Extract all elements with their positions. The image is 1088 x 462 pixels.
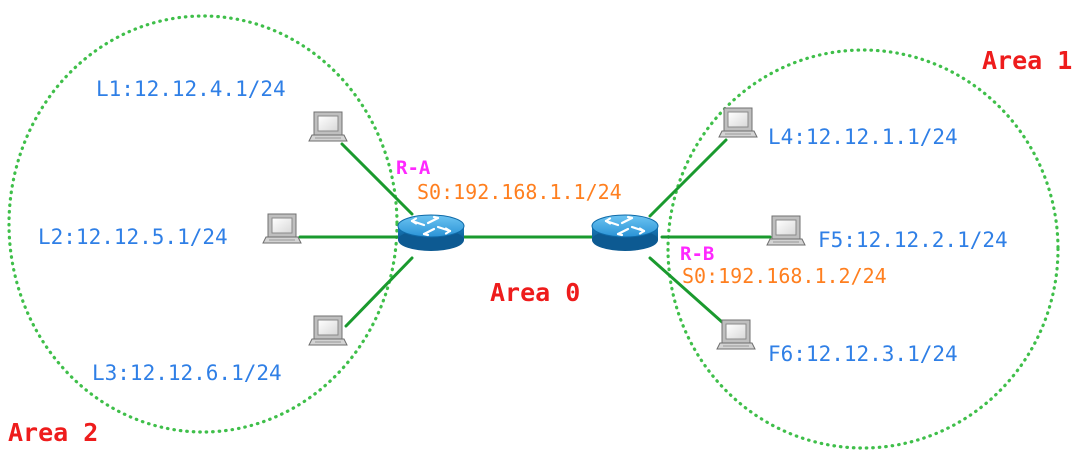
area-2-boundary: [7, 14, 399, 434]
host-label-f6: F6:12.12.3.1/24: [768, 342, 958, 366]
area-label-0: Area 0: [490, 278, 581, 307]
router-icon[interactable]: [590, 213, 660, 253]
link-rb-l4: [648, 138, 728, 218]
host-label-l2: L2:12.12.5.1/24: [38, 225, 228, 249]
router-icon[interactable]: [396, 213, 466, 253]
area-label-1: Area 1: [982, 46, 1073, 75]
interface-label-ra-s0: S0:192.168.1.1/24: [417, 180, 622, 204]
link-rb-f6: [648, 256, 724, 324]
computer-icon[interactable]: [308, 315, 348, 346]
host-label-l1: L1:12.12.4.1/24: [96, 77, 286, 101]
host-label-l4: L4:12.12.1.1/24: [768, 125, 958, 149]
computer-icon[interactable]: [716, 319, 756, 350]
interface-label-rb-s0: S0:192.168.1.2/24: [682, 264, 887, 288]
computer-icon[interactable]: [718, 107, 758, 138]
computer-icon[interactable]: [766, 215, 806, 246]
router-label-rb: R-B: [680, 243, 715, 265]
computer-icon[interactable]: [262, 213, 302, 244]
area-1-boundary: [666, 48, 1060, 450]
computer-icon[interactable]: [308, 111, 348, 142]
area-label-2: Area 2: [8, 418, 99, 447]
link-l3-ra: [344, 256, 414, 328]
router-label-ra: R-A: [396, 157, 431, 179]
host-label-l3: L3:12.12.6.1/24: [92, 361, 282, 385]
host-label-f5: F5:12.12.2.1/24: [818, 228, 1008, 252]
link-l1-ra: [340, 142, 414, 216]
